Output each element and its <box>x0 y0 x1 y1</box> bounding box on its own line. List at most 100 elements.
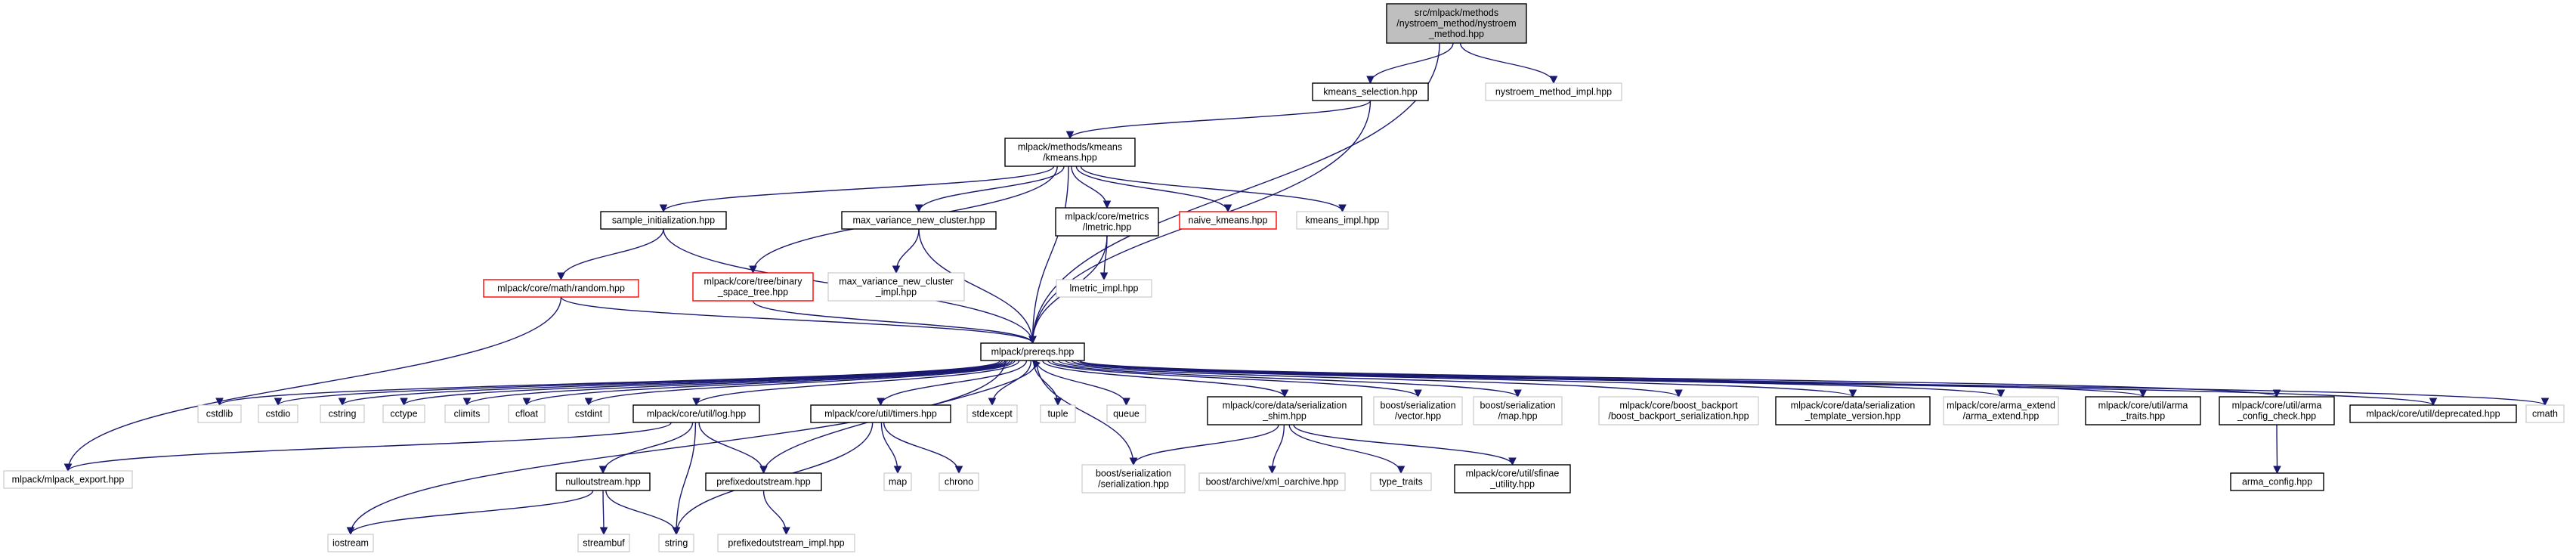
node-label: mlpack/core/util/deprecated.hpp <box>2366 409 2500 419</box>
node-label: _config_check.hpp <box>2237 411 2316 422</box>
node-kmeans[interactable]: mlpack/methods/kmeans/kmeans.hpp <box>1004 138 1136 167</box>
node-sertmpl[interactable]: mlpack/core/data/serialization_template_… <box>1775 396 1931 425</box>
node-label: /lmetric.hpp <box>1083 222 1132 233</box>
node-box <box>2085 396 2201 425</box>
node-label: mlpack/mlpack_export.hpp <box>12 475 125 485</box>
node-prefimpl: prefixedoutstream_impl.hpp <box>717 534 855 552</box>
node-label: max_variance_new_cluster <box>839 277 953 287</box>
arrowhead-sampinit <box>659 204 668 213</box>
arrowhead-prereqs <box>1031 360 1041 369</box>
node-label: /serialization.hpp <box>1098 479 1169 490</box>
edge-prereqs-to-cfloat <box>526 360 1013 406</box>
node-timers[interactable]: mlpack/core/util/timers.hpp <box>810 404 951 423</box>
arrowhead-streambuf <box>599 527 608 536</box>
node-box <box>980 342 1085 361</box>
edge-kmeans-to-sampinit <box>663 166 1055 212</box>
node-box <box>1386 3 1527 44</box>
node-box <box>1106 404 1146 423</box>
edge-maxvar-to-prereqs <box>918 228 1034 344</box>
node-backport: mlpack/core/boost_backport/boost_backpor… <box>1598 396 1759 425</box>
arrowhead-maxvar <box>914 204 923 213</box>
node-label: _traits.hpp <box>2120 411 2165 422</box>
node-sfinae[interactable]: mlpack/core/util/sfinae_utility.hpp <box>1454 464 1571 494</box>
edge-prereqs-to-sershim <box>1042 360 1285 398</box>
node-label: queue <box>1113 409 1140 419</box>
node-sampinit[interactable]: sample_initialization.hpp <box>600 211 727 230</box>
node-maxvar[interactable]: max_variance_new_cluster.hpp <box>841 211 997 230</box>
node-label: mlpack/core/util/sfinae <box>1466 469 1560 479</box>
node-label: mlpack/core/tree/binary <box>704 277 803 287</box>
arrowhead-kmimpl <box>1338 204 1347 213</box>
arrowhead-timers <box>877 398 885 407</box>
edge-prereqs-to-backport <box>1058 360 1680 398</box>
node-queue: queue <box>1106 404 1146 423</box>
node-label: mlpack/core/metrics <box>1065 212 1149 222</box>
arrowhead-xmloarchive <box>1268 466 1276 475</box>
edge-kmsel-to-kmeans <box>1069 100 1371 139</box>
node-box <box>2525 404 2565 423</box>
arrowhead-prefimpl <box>782 527 790 536</box>
node-kmimpl: kmeans_impl.hpp <box>1296 211 1389 230</box>
node-stdexcept: stdexcept <box>966 404 1018 423</box>
node-box <box>258 404 298 423</box>
arrowhead-typetraits <box>1396 466 1406 475</box>
node-label: boost/serialization <box>1480 401 1555 411</box>
arrowhead-boostmap <box>1514 389 1522 398</box>
edge-armacfgchk-to-armacfg <box>2276 424 2278 474</box>
node-label: _space_tree.hpp <box>717 287 788 298</box>
node-cstdint: cstdint <box>567 404 610 423</box>
node-root[interactable]: src/mlpack/methods/nystroem_method/nystr… <box>1386 3 1527 44</box>
node-label: /arma_extend.hpp <box>1963 411 2039 422</box>
edge-prereqs-to-cmath <box>1079 360 2546 406</box>
node-label: _method.hpp <box>1428 29 1484 39</box>
node-prereqs[interactable]: mlpack/prereqs.hpp <box>980 342 1085 361</box>
arrowhead-prereqs <box>1028 336 1037 345</box>
arrowhead-cmath <box>2540 398 2550 407</box>
arrowhead-tuple <box>1053 398 1062 407</box>
node-prefixed[interactable]: prefixedoutstream.hpp <box>705 472 822 491</box>
edge-kmeans-to-maxvar <box>918 166 1065 212</box>
edge-prereqs-to-boostvec <box>1047 360 1419 398</box>
arrowhead-lmimpl <box>1099 272 1109 281</box>
node-box <box>1081 464 1186 494</box>
edge-kmeans-to-naive <box>1075 166 1229 212</box>
node-lmetric[interactable]: mlpack/core/metrics/lmetric.hpp <box>1055 207 1159 237</box>
edge-prereqs-to-climits <box>466 360 1011 406</box>
node-bst[interactable]: mlpack/core/tree/binary_space_tree.hpp <box>692 272 814 302</box>
node-label: streambuf <box>583 538 625 549</box>
node-cstring: cstring <box>320 404 365 423</box>
node-maxvarimpl: max_variance_new_cluster_impl.hpp <box>827 272 965 302</box>
node-box <box>966 404 1018 423</box>
node-nullout[interactable]: nulloutstream.hpp <box>555 472 651 491</box>
node-label: _shim.hpp <box>1262 411 1307 422</box>
node-naive[interactable]: naive_kmeans.hpp <box>1179 211 1277 230</box>
edge-random-to-prereqs <box>560 296 1034 344</box>
node-armatraits[interactable]: mlpack/core/util/arma_traits.hpp <box>2085 396 2201 425</box>
node-box <box>1040 404 1076 423</box>
node-label: /boost_backport_serialization.hpp <box>1608 411 1749 422</box>
arrowhead-log <box>692 398 700 407</box>
node-nysimpl: nystroem_method_impl.hpp <box>1485 82 1622 101</box>
node-label: _utility.hpp <box>1489 479 1535 490</box>
edge-sershim-to-boostser <box>1133 424 1279 466</box>
node-deprecated[interactable]: mlpack/core/util/deprecated.hpp <box>2349 404 2517 423</box>
node-box <box>692 272 814 302</box>
node-log[interactable]: mlpack/core/util/log.hpp <box>632 404 760 423</box>
node-sershim[interactable]: mlpack/core/data/serialization_shim.hpp <box>1207 396 1362 425</box>
node-box <box>658 534 694 552</box>
node-box <box>883 472 912 491</box>
node-label: cfloat <box>515 409 538 419</box>
node-armacfgchk[interactable]: mlpack/core/util/arma_config_check.hpp <box>2219 396 2335 425</box>
arrowhead-boostser <box>1129 457 1138 466</box>
node-armacfg[interactable]: arma_config.hpp <box>2230 472 2324 491</box>
edge-prereqs-to-cstdint <box>588 360 1016 406</box>
node-climits: climits <box>444 404 490 423</box>
arrowhead-cstdint <box>584 398 593 407</box>
arrowhead-random <box>557 272 565 281</box>
arrowhead-queue <box>1122 398 1130 407</box>
node-boostser: boost/serialization/serialization.hpp <box>1081 464 1186 494</box>
node-box <box>3 470 133 489</box>
arrowhead-armatraits <box>2138 389 2148 398</box>
node-random[interactable]: mlpack/core/math/random.hpp <box>483 279 639 298</box>
node-kmsel[interactable]: kmeans_selection.hpp <box>1312 82 1429 101</box>
